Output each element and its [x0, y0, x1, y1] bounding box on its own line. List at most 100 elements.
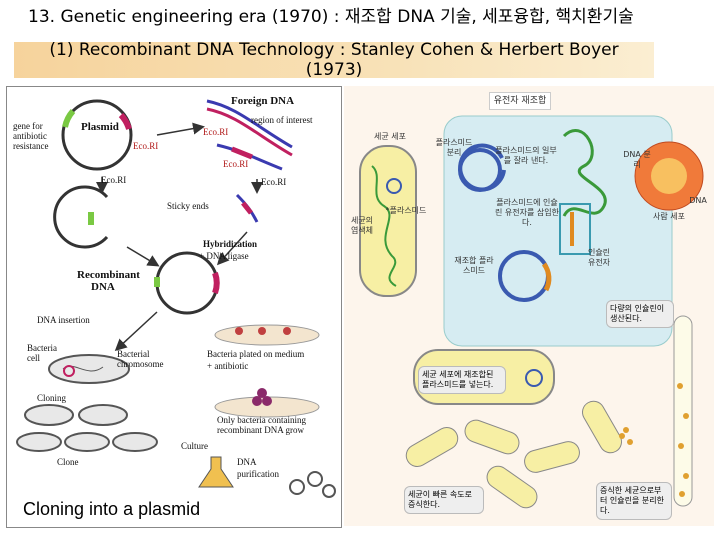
- label-resistance: resistance: [13, 141, 49, 151]
- label-ecori: Eco.RI: [101, 175, 127, 185]
- slide-title: 13. Genetic engineering era (1970) : 재조합…: [28, 7, 634, 27]
- bacterium: [64, 432, 110, 452]
- purified-plasmid: [322, 484, 336, 498]
- label-recombinant-plasmid: 재조합 플라스미드: [454, 256, 494, 275]
- label-bacteria-cell: 세균 세포: [374, 132, 406, 141]
- insulin-particle: [683, 413, 689, 419]
- label-cut-plasmid: 플라스미드의 일부를 잘라 낸다.: [495, 146, 557, 165]
- label-gene-for: gene for: [13, 121, 43, 131]
- arrow: [216, 231, 248, 266]
- bacterium: [16, 432, 62, 452]
- recombinant-plasmid: [155, 251, 219, 315]
- label-hybridization: Hybridization: [203, 239, 258, 249]
- label-human-cell: 사람 세포: [653, 212, 685, 221]
- bacterium: [24, 404, 74, 426]
- colony: [283, 327, 291, 335]
- colony: [257, 388, 267, 398]
- label-dna-ligase: + DNA ligase: [199, 251, 249, 261]
- bacterium: [582, 400, 622, 454]
- label-plasmid-separation: 플라스미드 분리: [435, 138, 473, 157]
- label-cell: cell: [27, 353, 40, 363]
- label-dna-insertion: DNA insertion: [37, 315, 90, 325]
- label-bacterial-chromosome: 세균의 염색체: [350, 216, 374, 235]
- opened-plasmid: [53, 185, 109, 249]
- subtitle-line-2: (1973): [305, 60, 363, 80]
- inserted-dna: [212, 272, 220, 294]
- insulin-particle: [677, 383, 683, 389]
- colony: [252, 396, 262, 406]
- label-recombinant: Recombinant: [77, 269, 140, 281]
- human-nucleus: [651, 158, 687, 194]
- label-insert-into-bacteria: 세균 세포에 재조합된 플라스미드를 넣는다.: [418, 366, 506, 394]
- label-plasmid: *플라스미드: [385, 206, 427, 215]
- label-fast-growth: 세균이 빠른 속도로 증식한다.: [404, 486, 484, 514]
- label-clone: Clone: [57, 457, 79, 467]
- plasmid-dot: [63, 365, 75, 377]
- bacterium: [405, 427, 459, 467]
- foreign-dna-strand: [206, 99, 293, 149]
- colony: [235, 327, 243, 335]
- arrow: [126, 246, 160, 267]
- insulin-gene-box: [559, 203, 591, 255]
- purified-plasmid: [289, 479, 305, 495]
- label-ecori: Eco.RI: [261, 177, 287, 187]
- label-bacteria: Bacteria: [27, 343, 57, 353]
- label-dna: DNA: [689, 196, 707, 205]
- label-chromosome: chromosome: [117, 359, 164, 369]
- insulin-particle: [683, 473, 689, 479]
- label-only-bacteria: Only bacteria containing: [217, 415, 306, 425]
- bacterium: [464, 419, 520, 455]
- insulin-particle: [678, 443, 684, 449]
- label-cloning: Cloning: [37, 393, 67, 403]
- plasmid-ring: [386, 178, 402, 194]
- label-recombinant-grow: recombinant DNA grow: [217, 425, 304, 435]
- insulin-particle: [623, 427, 629, 433]
- label-sticky-ends: Sticky ends: [167, 201, 209, 211]
- bacterium: [78, 404, 128, 426]
- bacterium: [486, 465, 538, 509]
- label-ecori: Eco.RI: [203, 127, 229, 137]
- label-plasmid: Plasmid: [81, 121, 119, 133]
- subtitle: (1) Recombinant DNA Technology : Stanley…: [14, 40, 654, 80]
- insert-region: [231, 146, 253, 160]
- insert-region: [241, 201, 253, 215]
- label-ecori: Eco.RI: [133, 141, 159, 151]
- label-insulin-gene: 인슐린 유전자: [587, 248, 611, 267]
- inserted-insulin-gene: [541, 262, 552, 292]
- foreign-dna-strand: [206, 107, 293, 157]
- insulin-particle: [619, 433, 625, 439]
- arrow: [156, 122, 205, 136]
- label-bacterial: Bacterial: [117, 349, 150, 359]
- label-mass-production: 다량의 인슐린이 생산된다.: [606, 300, 674, 328]
- label-dna: DNA: [237, 457, 257, 467]
- insulin-recombination-diagram: 유전자 재조합 세균 세포 플라스미드 분리 플라스미드의 일부를 잘라 낸다.…: [344, 86, 714, 526]
- petri-dish: [214, 324, 320, 346]
- label-region-of-interest: region of interest: [251, 115, 313, 125]
- label-insert-gene: 플라스미드에 인슐린 유전자를 삽입한다.: [495, 198, 559, 227]
- ecori-site: [118, 112, 132, 130]
- cloning-diagram: Foreign DNA region of interest gene for …: [6, 86, 342, 528]
- label-recombinant-dna: DNA: [91, 281, 115, 293]
- purified-plasmid: [307, 471, 323, 487]
- label-purification: purification: [237, 469, 279, 479]
- culture-flask: [198, 456, 234, 488]
- label-culture: Culture: [181, 441, 208, 451]
- subtitle-band: [14, 42, 654, 78]
- arrow: [114, 311, 158, 352]
- plasmid-ring: [61, 99, 133, 171]
- subtitle-line-1: (1) Recombinant DNA Technology : Stanley…: [49, 40, 619, 60]
- colony: [262, 396, 272, 406]
- plasmid-ring: [525, 369, 543, 387]
- figure-caption: Cloning into a plasmid: [23, 499, 201, 519]
- label-separate-insulin: 증식한 세균으로부터 인슐린을 분리한다.: [596, 482, 672, 520]
- label-dna-separation: DNA 분리: [623, 150, 651, 169]
- recombination-header: 유전자 재조합: [489, 92, 551, 110]
- bacterium: [524, 441, 580, 473]
- label-antibiotic: antibiotic: [13, 131, 47, 141]
- label-ecori: Eco.RI: [223, 159, 249, 169]
- bacterium: [112, 432, 158, 452]
- human-dna: [562, 129, 607, 217]
- insulin-particle: [627, 439, 633, 445]
- label-plus-antibiotic: + antibiotic: [207, 361, 249, 371]
- cut-plasmid: [458, 143, 506, 192]
